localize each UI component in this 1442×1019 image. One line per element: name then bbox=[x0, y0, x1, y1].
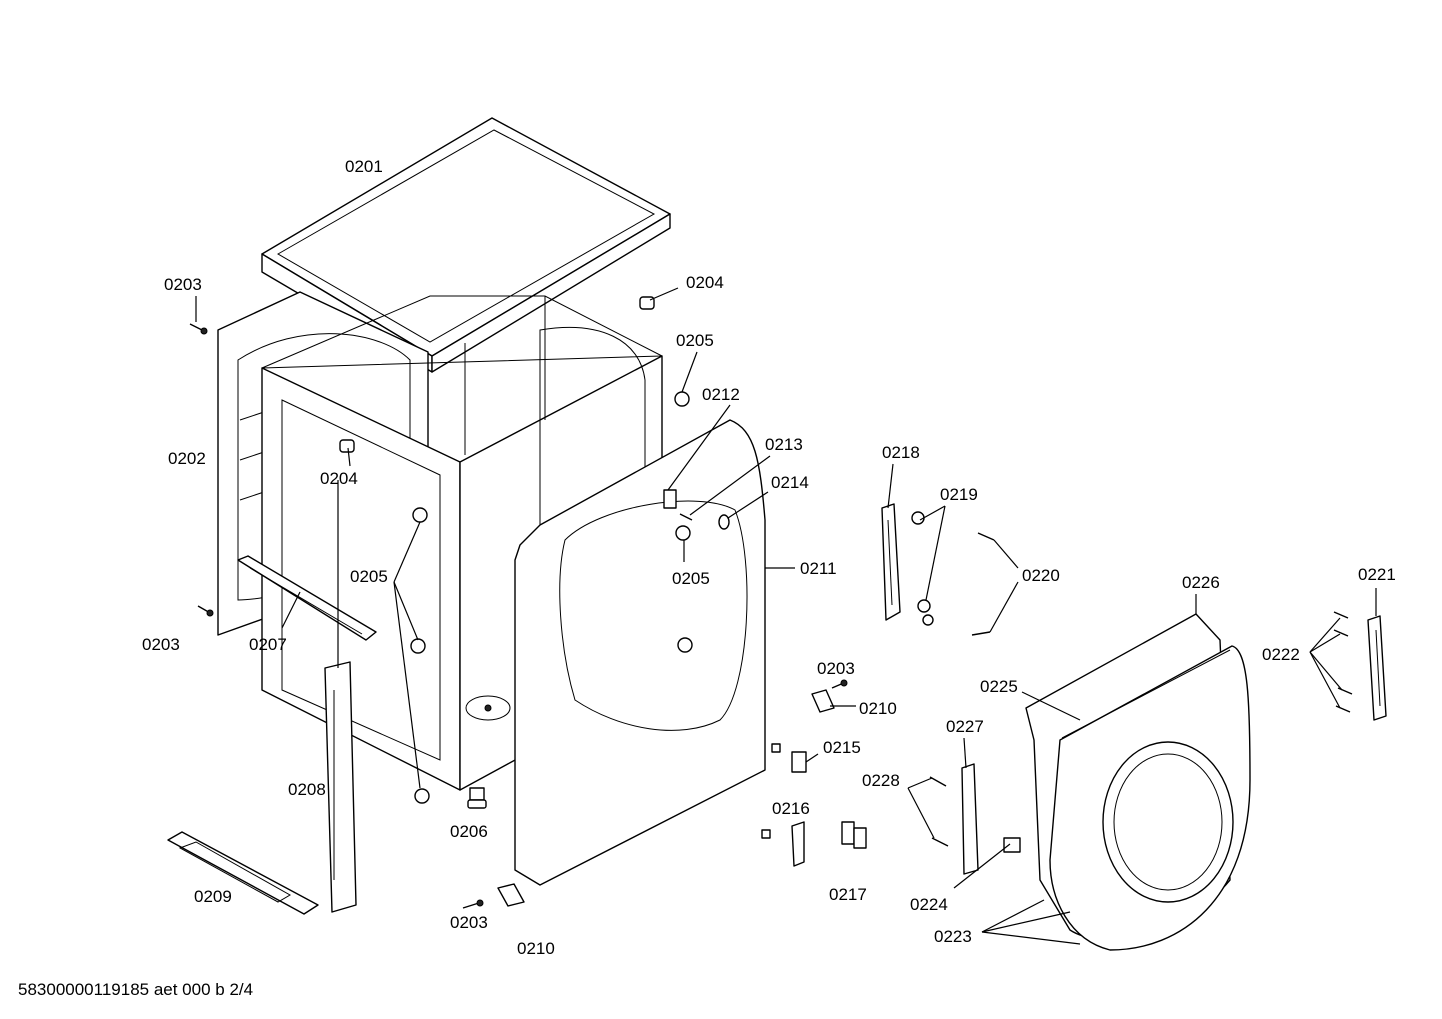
callout-0225: 0225 bbox=[980, 677, 1018, 696]
part-0228-screws bbox=[929, 776, 949, 847]
part-0203-screw-b bbox=[197, 605, 214, 617]
callout-0221: 0221 bbox=[1358, 565, 1396, 584]
part-0220-screws bbox=[971, 532, 995, 636]
callout-0208: 0208 bbox=[288, 780, 326, 799]
part-0203-screw-d bbox=[462, 899, 484, 909]
part-0208-strip bbox=[324, 661, 357, 913]
callout-0201: 0201 bbox=[345, 157, 383, 176]
callout-0216: 0216 bbox=[772, 799, 810, 818]
part-0212-switch bbox=[663, 489, 677, 509]
callout-0222: 0222 bbox=[1262, 645, 1300, 664]
part-0219-pins bbox=[911, 511, 934, 626]
callout-0203: 0203 bbox=[450, 913, 488, 932]
callout-0206: 0206 bbox=[450, 822, 488, 841]
part-0221-hinge bbox=[1367, 615, 1387, 721]
part-0211-front-panel bbox=[514, 419, 766, 886]
callout-0213: 0213 bbox=[765, 435, 803, 454]
callout-0226: 0226 bbox=[1182, 573, 1220, 592]
part-0210-latch-b bbox=[497, 883, 525, 907]
callout-0204: 0204 bbox=[686, 273, 724, 292]
callout-0211: 0211 bbox=[800, 559, 837, 578]
part-0214-plug bbox=[718, 514, 730, 530]
callout-0219: 0219 bbox=[940, 485, 978, 504]
callout-0212: 0212 bbox=[702, 385, 740, 404]
callout-0220: 0220 bbox=[1022, 566, 1060, 585]
callout-0203: 0203 bbox=[817, 659, 855, 678]
part-0224-handle bbox=[1003, 837, 1021, 853]
callout-0203: 0203 bbox=[164, 275, 202, 294]
part-0203-screw-c bbox=[831, 679, 848, 689]
leader-lines bbox=[195, 287, 1377, 945]
callout-0202: 0202 bbox=[168, 449, 206, 468]
callout-0224: 0224 bbox=[910, 895, 948, 914]
callout-0218: 0218 bbox=[882, 443, 920, 462]
callout-0203: 0203 bbox=[142, 635, 180, 654]
callout-0204: 0204 bbox=[320, 469, 358, 488]
callout-0210: 0210 bbox=[859, 699, 897, 718]
part-0203-screw-a bbox=[189, 323, 208, 335]
part-0210-latch-a bbox=[811, 689, 835, 713]
part-0218-hinge-bracket bbox=[881, 503, 901, 621]
part-0209-base-bracket bbox=[167, 831, 319, 915]
callout-0217: 0217 bbox=[829, 885, 867, 904]
part-0215-cover bbox=[771, 743, 807, 773]
callout-0223: 0223 bbox=[934, 927, 972, 946]
callout-0210: 0210 bbox=[517, 939, 555, 958]
document-code: 58300000119185 aet 000 b 2/4 bbox=[18, 980, 254, 999]
part-door-assembly bbox=[1025, 613, 1251, 951]
part-0213-screw bbox=[679, 513, 693, 521]
callout-0227: 0227 bbox=[946, 717, 984, 736]
part-0227-strip bbox=[961, 763, 979, 875]
callout-0205: 0205 bbox=[676, 331, 714, 350]
callout-0228: 0228 bbox=[862, 771, 900, 790]
callout-0207: 0207 bbox=[249, 635, 287, 654]
part-0204-clip-b bbox=[339, 439, 355, 453]
callout-0215: 0215 bbox=[823, 738, 861, 757]
callout-0205: 0205 bbox=[350, 567, 388, 586]
part-0206-foot bbox=[467, 787, 487, 809]
part-0217-module bbox=[841, 821, 867, 849]
part-0222-screws bbox=[1333, 611, 1353, 713]
part-0207-rail bbox=[237, 555, 377, 641]
part-0216-tab bbox=[761, 821, 805, 867]
callout-0209: 0209 bbox=[194, 887, 232, 906]
callout-labels: 0201 0203 0204 0205 0212 0213 0202 0204 … bbox=[142, 157, 1396, 958]
callout-0214: 0214 bbox=[771, 473, 809, 492]
callout-0205: 0205 bbox=[672, 569, 710, 588]
